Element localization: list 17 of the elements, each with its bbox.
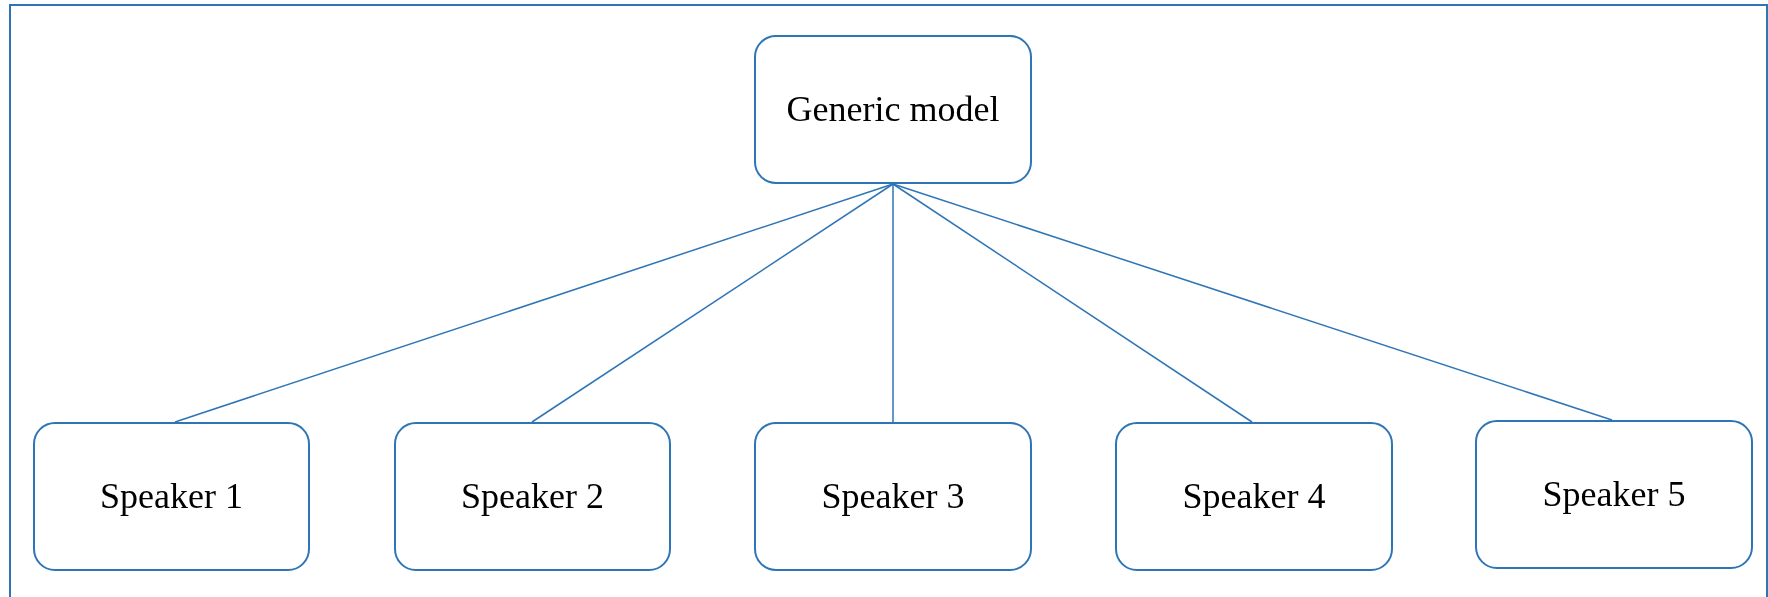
rounded-box xyxy=(754,35,1032,184)
connector-line xyxy=(892,183,1253,423)
connector-line xyxy=(174,183,894,423)
connector-line xyxy=(892,183,894,423)
node-label: Speaker 5 xyxy=(1542,473,1686,516)
rounded-box xyxy=(754,422,1032,571)
rounded-box xyxy=(1115,422,1393,571)
node-label: Speaker 3 xyxy=(821,475,965,518)
node-label: Speaker 2 xyxy=(461,475,604,518)
rounded-box xyxy=(394,422,671,571)
connector-line xyxy=(531,183,894,423)
connector-line xyxy=(892,183,1613,421)
rounded-box xyxy=(1475,420,1753,569)
node-label: Speaker 4 xyxy=(1182,475,1326,518)
rounded-box xyxy=(33,422,310,571)
node-label: Speaker 1 xyxy=(100,475,243,518)
node-label: Generic model xyxy=(786,88,1000,131)
